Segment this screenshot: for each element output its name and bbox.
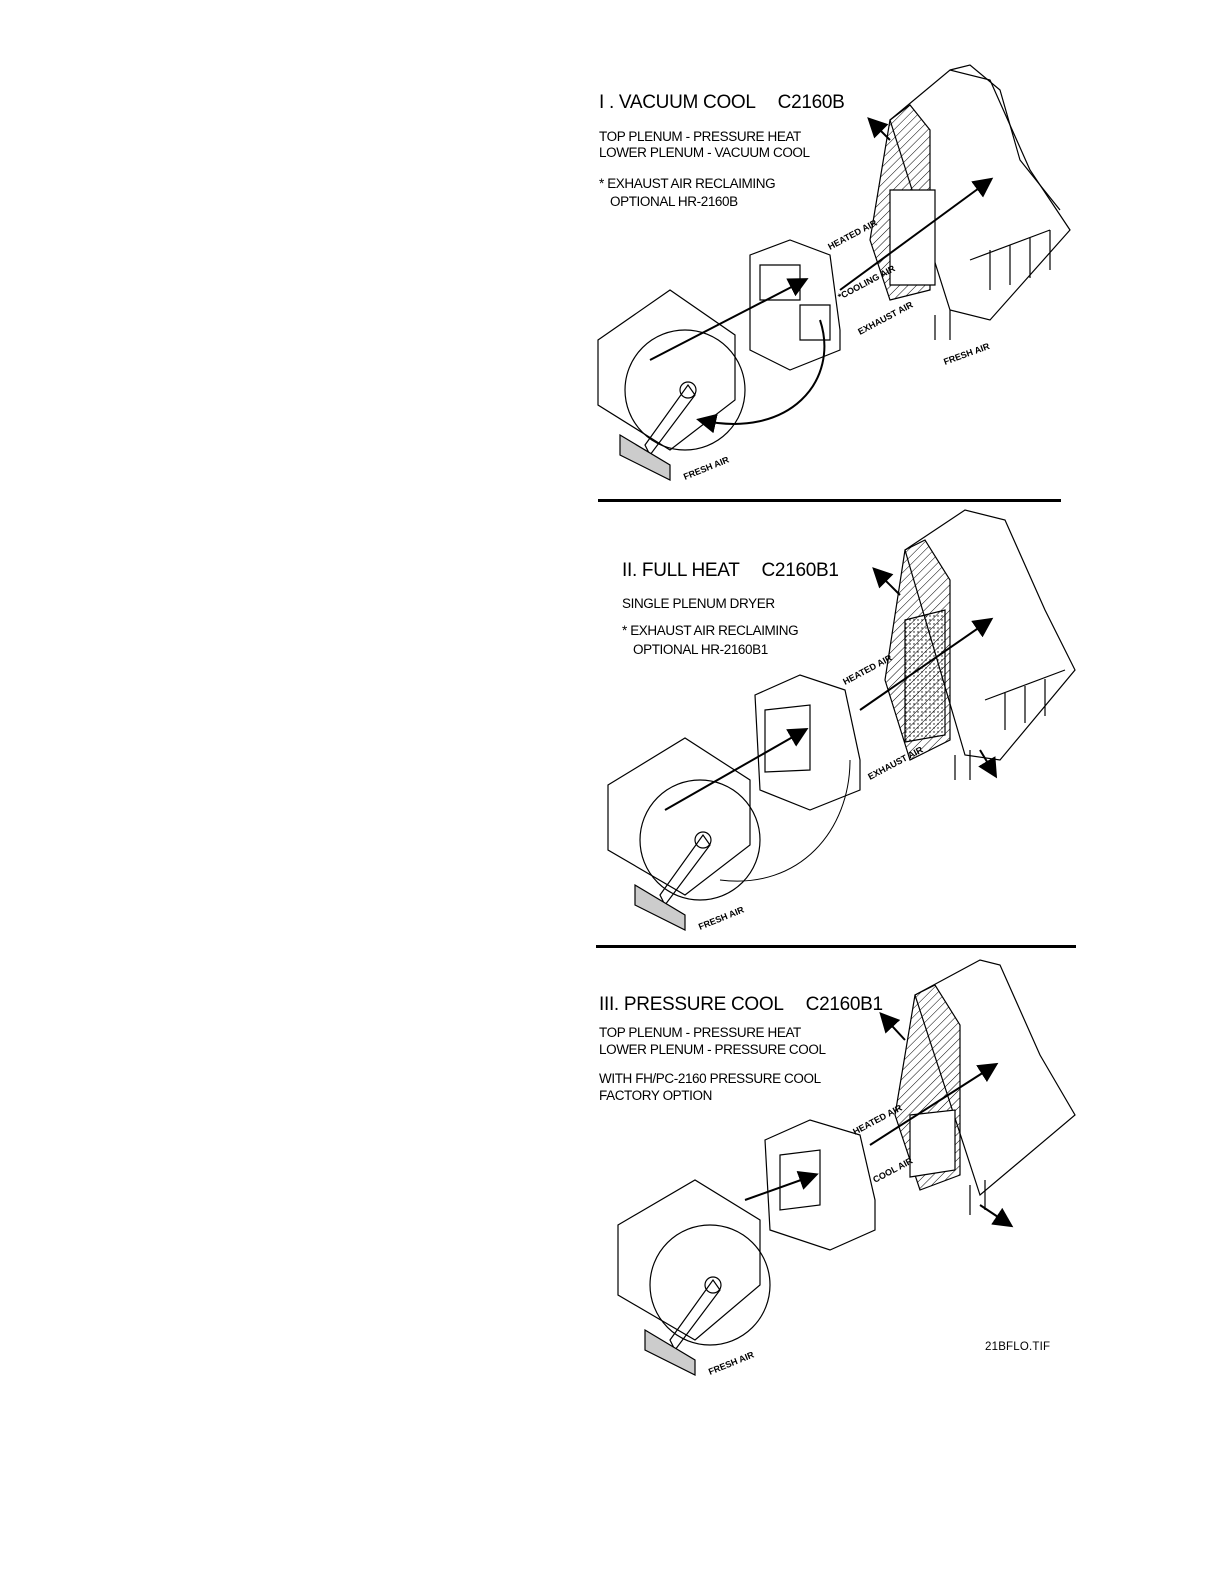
panel-2-diagram: HEATED AIR EXHAUST AIR FRESH AIR: [607, 509, 1076, 932]
panel-3-line-2: LOWER PLENUM - PRESSURE COOL: [599, 1042, 826, 1057]
panel-3-model: C2160B1: [805, 994, 883, 1015]
panel-1-exhaust-air-label: EXHAUST AIR: [856, 299, 915, 337]
panel-3-cool-air-label: COOL AIR: [871, 1155, 915, 1184]
panel-divider-2: [596, 945, 1076, 948]
panel-1-dryer: [869, 64, 1071, 340]
panel-2-model: C2160B1: [761, 560, 839, 581]
panel-1-diagram: HEATED AIR *COOLING AIR EXHAUST AIR FRES…: [597, 64, 1071, 482]
panel-2-dryer: [884, 509, 1076, 780]
panel-1-title: I . VACUUM COOL C2160B: [599, 92, 845, 114]
panel-1-airflow: [649, 117, 994, 434]
panel-1-burner: [749, 239, 841, 371]
panel-2-exhaust-air-label: EXHAUST AIR: [866, 744, 925, 782]
panel-1-fresh-air-fan-label: FRESH AIR: [682, 454, 731, 482]
panel-1-mode: I . VACUUM COOL: [599, 92, 756, 113]
panel-2-line-1: SINGLE PLENUM DRYER: [622, 596, 775, 611]
panel-2-burner: [754, 674, 861, 811]
panel-2-fan: [607, 737, 761, 931]
panel-3-burner: [764, 1119, 876, 1251]
panel-2-fresh-air-fan-label: FRESH AIR: [697, 904, 746, 932]
panel-1-model: C2160B: [777, 92, 845, 113]
panel-3-diagram: HEATED AIR COOL AIR FRESH AIR: [617, 959, 1076, 1377]
panel-3-note-2: FACTORY OPTION: [599, 1088, 712, 1103]
panel-3-fresh-air-fan-label: FRESH AIR: [707, 1349, 756, 1377]
panel-1-fan: [597, 289, 746, 481]
panel-1-line-1: TOP PLENUM - PRESSURE HEAT: [599, 129, 801, 144]
panel-3-title: III. PRESSURE COOL C2160B1: [599, 994, 883, 1016]
panel-3-dryer: [894, 959, 1076, 1215]
panel-3-mode: III. PRESSURE COOL: [599, 994, 784, 1015]
panel-2-note-2: OPTIONAL HR-2160B1: [633, 642, 768, 657]
panel-3-line-1: TOP PLENUM - PRESSURE HEAT: [599, 1025, 801, 1040]
panel-3-note-1: WITH FH/PC-2160 PRESSURE COOL: [599, 1071, 821, 1086]
panel-2-mode: II. FULL HEAT: [622, 560, 740, 581]
panel-1-fresh-air-dryer-label: FRESH AIR: [942, 341, 991, 367]
panel-2-note-1: * EXHAUST AIR RECLAIMING: [622, 623, 799, 638]
panel-3-fan: [617, 1179, 771, 1376]
panel-2-airflow: [664, 567, 998, 882]
panel-1-line-2: LOWER PLENUM - VACUUM COOL: [599, 145, 810, 160]
panel-1-note-1: * EXHAUST AIR RECLAIMING: [599, 176, 776, 191]
file-name-label: 21BFLO.TIF: [985, 1341, 1051, 1353]
panel-1-note-2: OPTIONAL HR-2160B: [610, 194, 738, 209]
panel-2-title: II. FULL HEAT C2160B1: [622, 560, 839, 582]
panel-divider-1: [598, 499, 1061, 502]
panel-3-airflow: [744, 1012, 1014, 1228]
